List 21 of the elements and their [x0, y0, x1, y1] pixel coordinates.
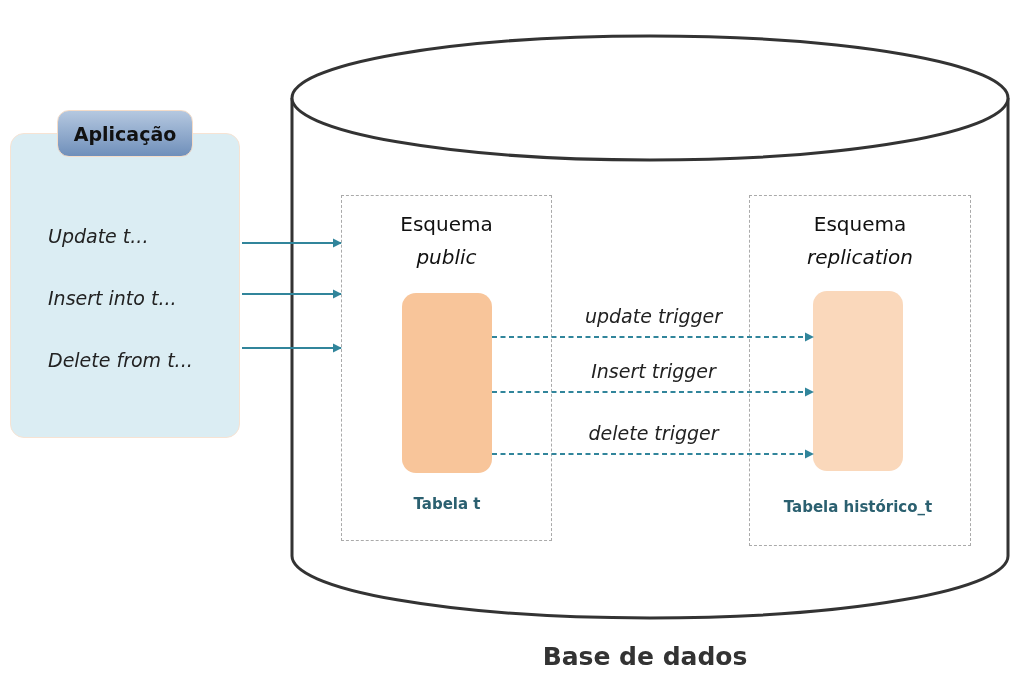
arrow: [492, 449, 814, 459]
statement-text: Update t...: [48, 224, 149, 249]
arrow: [492, 332, 814, 342]
panel-title-tab: Aplicação: [57, 110, 193, 157]
statement-text: Delete from t...: [48, 348, 193, 373]
arrow: [492, 387, 814, 397]
edge-label: Insert trigger: [589, 360, 718, 382]
arrow: [242, 238, 342, 248]
statement-text: Insert into t...: [48, 286, 177, 311]
table-rect: [813, 291, 903, 471]
edge-label: delete trigger: [586, 422, 721, 444]
schema-box: [341, 195, 552, 541]
schema-title: Esquema public: [399, 211, 494, 271]
arrow: [242, 343, 342, 353]
table-caption: Tabela histórico_t: [782, 498, 934, 516]
schema-box: [749, 195, 971, 546]
schema-title: Esquema replication: [806, 211, 914, 271]
table-caption: Tabela t: [412, 495, 482, 513]
arrow: [242, 289, 342, 299]
table-rect: [402, 293, 492, 473]
database-caption: Base de dados: [541, 642, 749, 671]
